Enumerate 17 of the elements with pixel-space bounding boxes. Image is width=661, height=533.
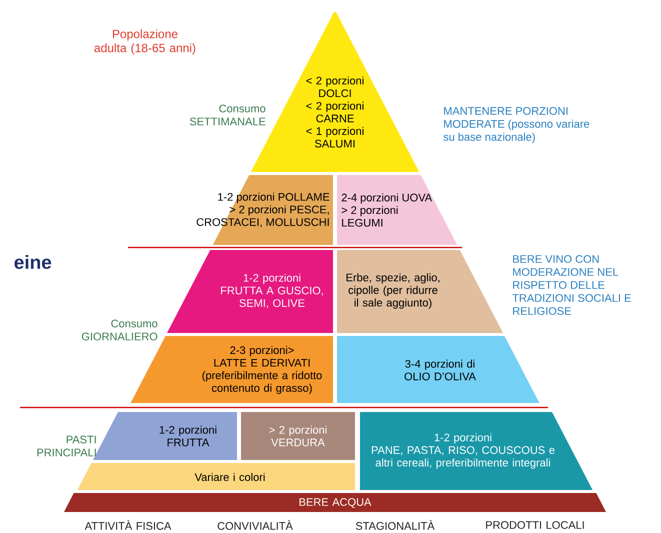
food-band: 1-2 porzioni PANE, PASTA, RISO, COUSCOUS e altri cereali, preferibilmente integrali xyxy=(360,412,593,490)
food-band: 3-4 porzioni di OLIO D’OLIVA xyxy=(337,336,540,403)
footer-label: PRODOTTI LOCALI xyxy=(486,521,584,529)
food-band: 1-2 porzioni FRUTTA A GUSCIO, SEMI, OLIVE xyxy=(167,250,333,333)
footer-label: STAGIONALITÀ xyxy=(356,520,435,530)
footer-label: CONVIVIALITÀ xyxy=(218,520,293,530)
water-bar: BERE ACQUA xyxy=(64,493,606,512)
tier-label: PASTI PRINCIPALI xyxy=(37,436,96,456)
age-note: Popolazione adulta (18-65 anni) xyxy=(94,29,196,55)
food-band: > 2 porzioni VERDURA xyxy=(241,412,355,460)
side-note: MANTENERE PORZIONI MODERATE (possono variare su base nazionale) xyxy=(444,107,590,143)
food-band: Variare i colori xyxy=(77,463,355,490)
food-band: 2-4 porzioni UOVA > 2 porzioni LEGUMI xyxy=(337,175,458,245)
food-band: Erbe, spezie, aglio, cipolle (per ridurre il sale aggiunto) xyxy=(337,250,503,333)
heading-fragment: eine xyxy=(14,255,52,269)
side-note: BERE VINO CON MODERAZIONE NEL RISPETTO DELLE TRADIZIONI SOCIALI E RELIGIOSE xyxy=(512,255,631,315)
footer-label: ATTIVITÀ FISICA xyxy=(84,520,172,530)
